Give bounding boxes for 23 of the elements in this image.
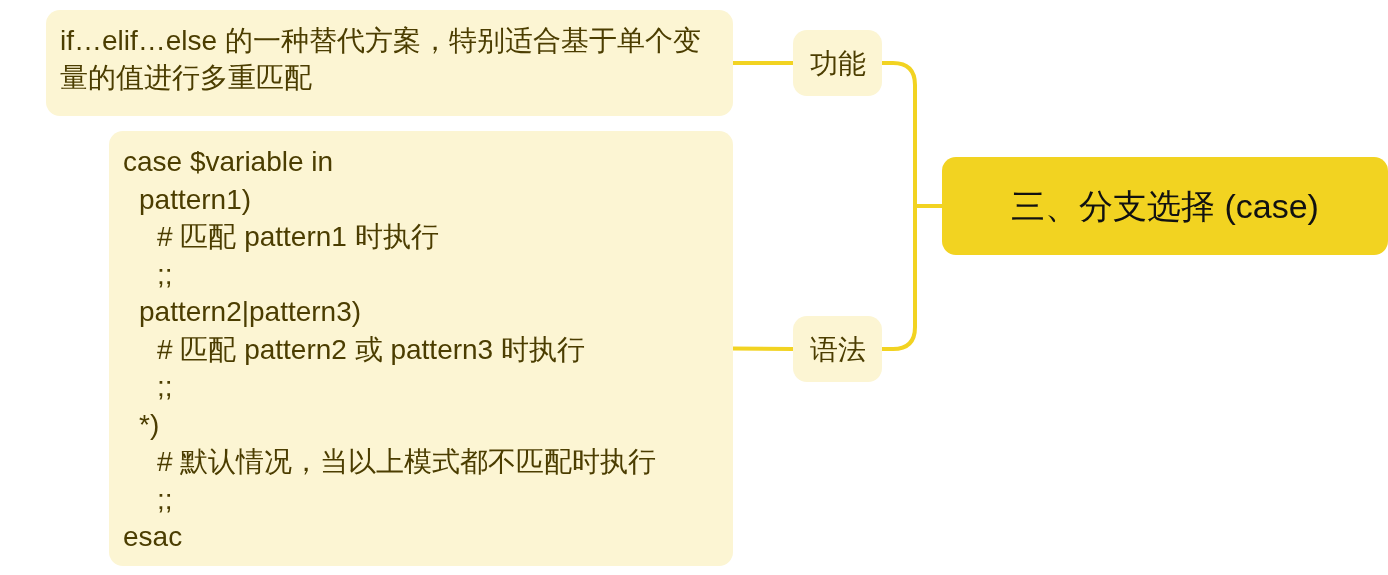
branch-box xyxy=(793,30,882,96)
node-text: 功能 xyxy=(809,46,866,81)
code-box xyxy=(109,131,733,566)
code-line: *) xyxy=(139,407,160,442)
topic-box xyxy=(942,157,1388,255)
code-line: # 默认情况，当以上模式都不匹配时执行 xyxy=(157,445,657,479)
code-line: # 匹配 pattern2 或 pattern3 时执行 xyxy=(157,332,585,367)
code-line: ;; xyxy=(157,482,173,517)
code-line: pattern2|pattern3) xyxy=(139,295,362,329)
branch-box xyxy=(793,316,882,382)
code-line: pattern1) xyxy=(139,182,252,217)
code-line: # 匹配 pattern1 时执行 xyxy=(157,220,439,254)
connector-line xyxy=(882,204,942,351)
connector-line xyxy=(733,346,793,351)
code-line: case $variable in xyxy=(123,145,334,179)
connector-line xyxy=(733,61,793,65)
node-text: 语法 xyxy=(809,332,866,367)
node-text: if…elif…else 的一种替代方案，特别适合基于单个变量的值进行多重匹配 xyxy=(60,24,702,95)
code-line: ;; xyxy=(157,370,173,404)
code-line: ;; xyxy=(157,257,173,292)
note-box xyxy=(46,10,733,116)
node-text: 三、分支选择 (case) xyxy=(1011,187,1319,225)
code-line: esac xyxy=(123,520,183,554)
